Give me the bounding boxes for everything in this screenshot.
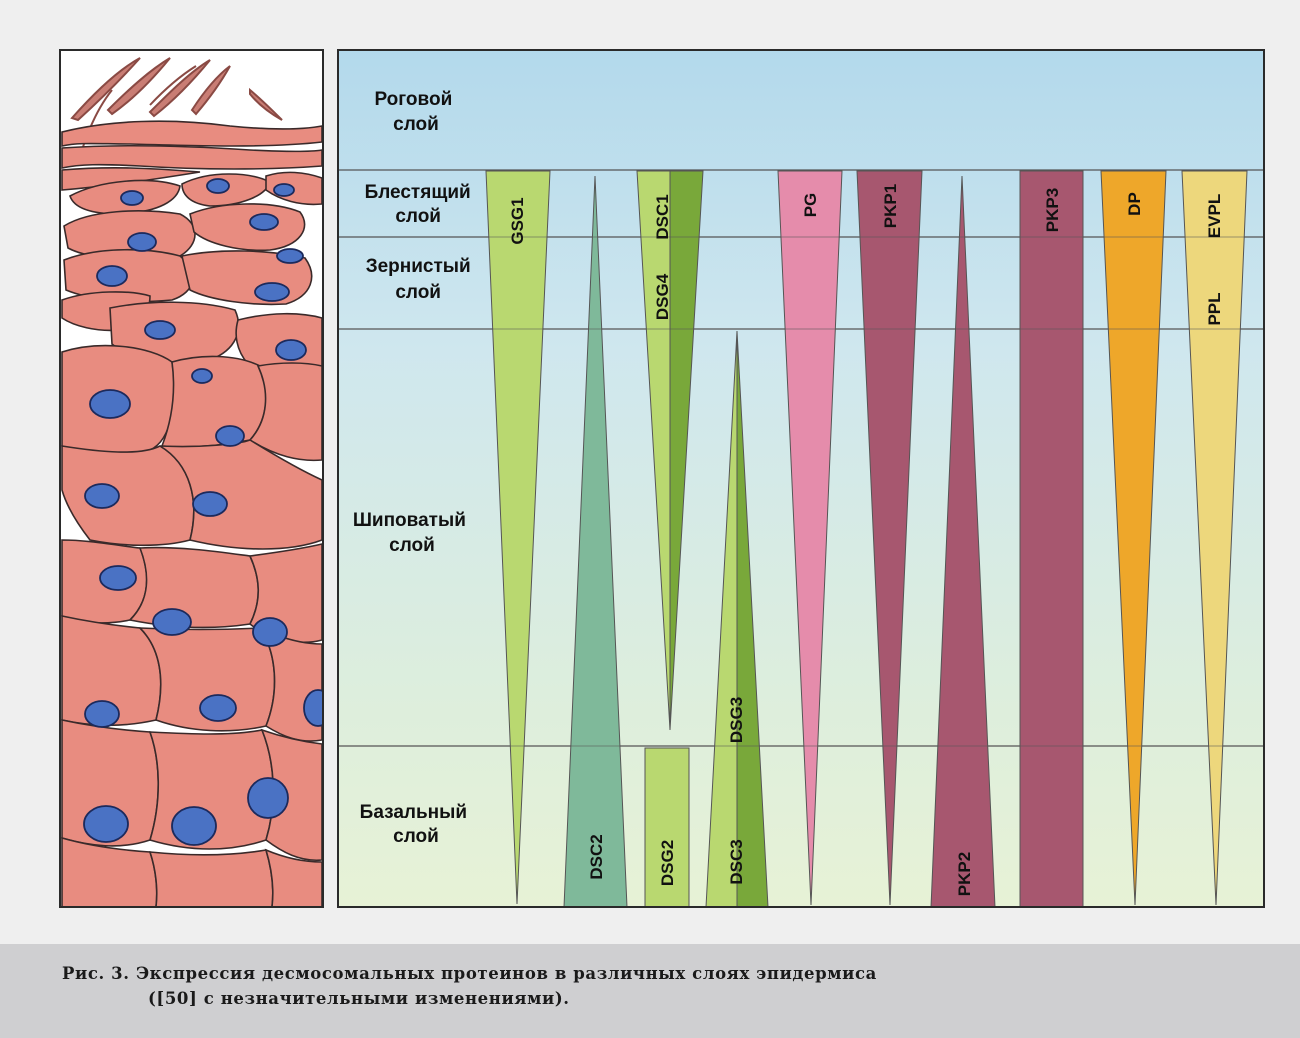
- label-gsg1: GSG1: [508, 197, 527, 244]
- figure-caption-line-2: ([50] с незначительными изменениями).: [148, 989, 570, 1008]
- bar-pkp3: [1020, 171, 1083, 907]
- label-dsg3: DSG3: [727, 697, 746, 743]
- label-dp: DP: [1125, 192, 1144, 216]
- label-pkp3: PKP3: [1043, 188, 1062, 232]
- label-pkp1: PKP1: [881, 184, 900, 228]
- label-dsc2: DSC2: [587, 834, 606, 879]
- label-dsg4: DSG4: [653, 273, 672, 320]
- label-dsg2: DSG2: [658, 840, 677, 886]
- epidermis-illustration: [60, 50, 332, 907]
- label-pg: PG: [801, 193, 820, 218]
- expression-chart: Роговой слой Блестящий слой Зернистый сл…: [338, 50, 1264, 907]
- label-dsc1: DSC1: [653, 194, 672, 239]
- label-dsc3: DSC3: [727, 839, 746, 884]
- figure-caption-line-1: Рис. 3. Экспрессия десмосомальных протеи…: [62, 964, 877, 983]
- desmosome-diagram: Роговой слой Блестящий слой Зернистый сл…: [0, 0, 1300, 944]
- label-ppl: PPL: [1205, 292, 1224, 325]
- label-pkp2: PKP2: [955, 852, 974, 896]
- label-evpl: EVPL: [1205, 194, 1224, 238]
